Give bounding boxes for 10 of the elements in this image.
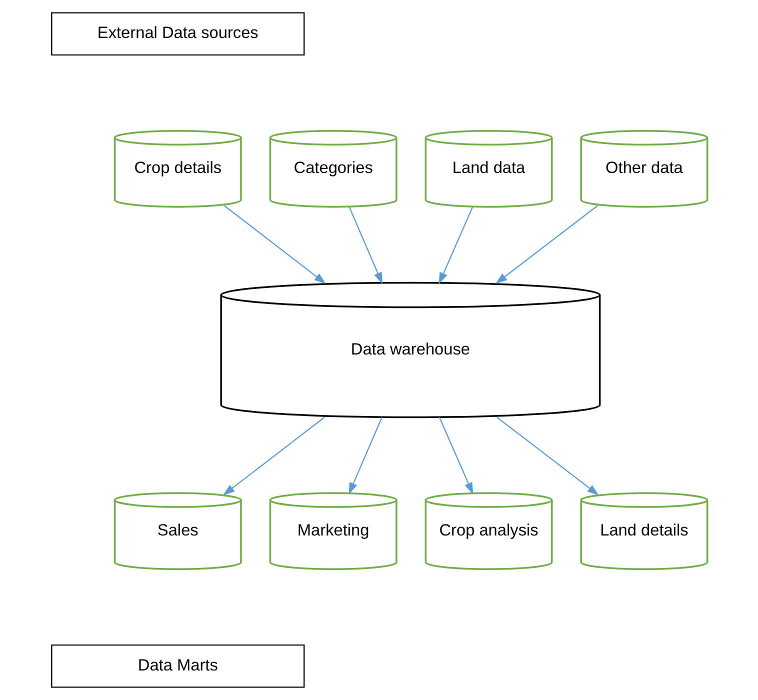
arrow [348, 417, 382, 494]
arrow [438, 417, 473, 494]
arrow [222, 416, 324, 496]
arrow [224, 205, 326, 284]
arrow [438, 206, 473, 284]
node-box: External Data sources [50, 12, 304, 56]
arrow [496, 416, 598, 496]
arrow [348, 206, 382, 284]
arrow [494, 205, 598, 284]
node-box: Data Marts [50, 644, 304, 688]
